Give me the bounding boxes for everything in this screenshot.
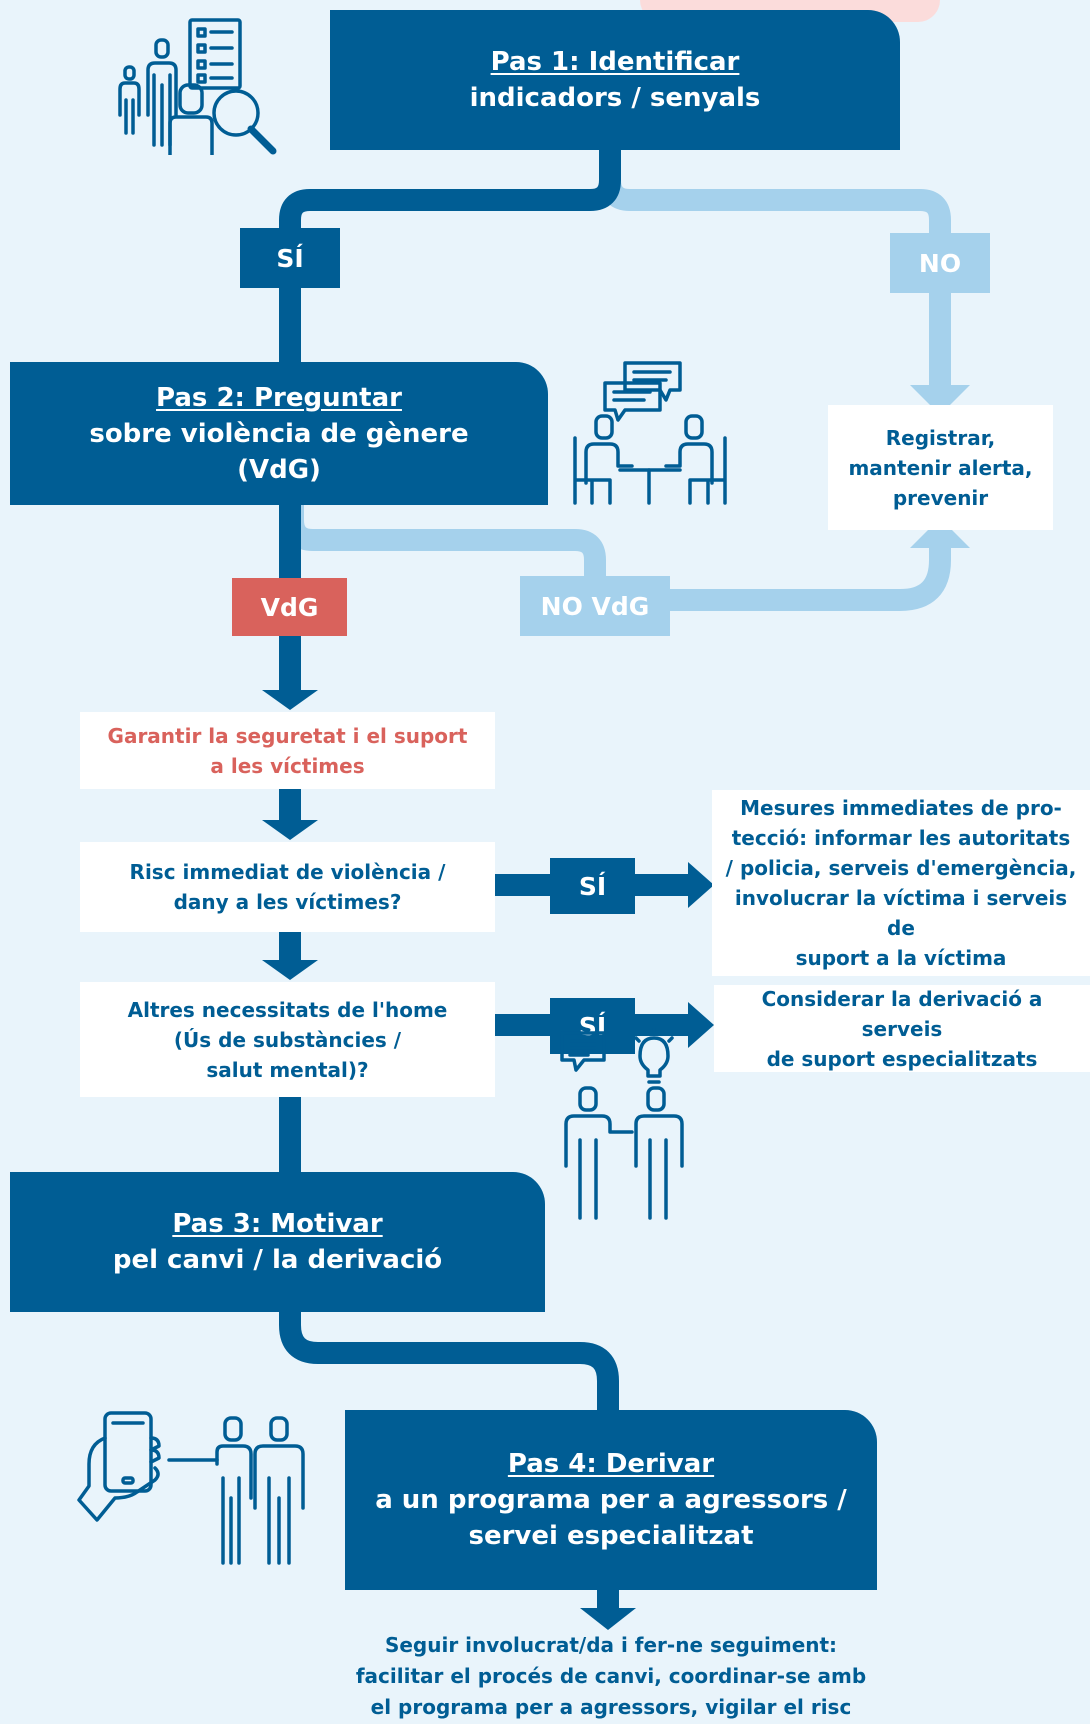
connector-no-vdg (282, 505, 951, 611)
connector-yes (279, 150, 621, 370)
step3-box: Pas 3: Motivar pel canvi / la derivació (10, 1172, 545, 1312)
safety-line2: a les víctimes (210, 753, 365, 778)
step2-subtitle-line1: sobre violència de gènere (89, 418, 469, 449)
step2-box: Pas 2: Preguntar sobre violència de gène… (10, 362, 548, 505)
step4-box: Pas 4: Derivar a un programa per a agres… (345, 1410, 877, 1590)
needs-line1: Altres necessitats de l'home (127, 997, 448, 1022)
tag-yes-risk: SÍ (550, 858, 635, 914)
step1-title: Pas 1: Identificar (490, 47, 740, 77)
box-risk: Risc immediat de violència / dany a les … (80, 842, 495, 932)
needs-line2: (Ús de substàncies / (173, 1027, 402, 1052)
measures-line4: involucrar la víctima i serveis de (734, 886, 1068, 940)
arrow-no-vdg (910, 518, 970, 548)
tag-vdg: VdG (232, 578, 347, 636)
arrow-needs (262, 960, 318, 980)
box-needs: Altres necessitats de l'home (Ús de subs… (80, 982, 495, 1097)
step3-subtitle: pel canvi / la derivació (112, 1245, 443, 1275)
box-measures: Mesures immediates de pro- tecció: infor… (712, 790, 1090, 976)
tag-yes-needs: SÍ (550, 998, 635, 1054)
box-referral: Considerar la derivació a serveis de sup… (714, 985, 1090, 1072)
step1-box: Pas 1: Identificar indicadors / senyals (330, 10, 900, 150)
safety-line1: Garantir la seguretat i el suport (107, 723, 468, 748)
connector-step3-step4 (279, 1305, 619, 1410)
step2-subtitle-line2: (VdG) (237, 454, 321, 485)
people-speech-lightbulb-icon (552, 1028, 702, 1223)
referral-line1: Considerar la derivació a serveis (761, 986, 1043, 1041)
box-register: Registrar, mantenir alerta, prevenir (828, 405, 1053, 530)
followup-text: Seguir involucrat/da i fer-ne seguiment:… (345, 1630, 877, 1723)
register-line2: mantenir alerta, (848, 455, 1033, 480)
step1-subtitle: indicadors / senyals (469, 83, 761, 113)
followup-line3: el programa per a agressors, vigilar el … (370, 1695, 852, 1719)
step4-subtitle-line1: a un programa per a agressors / (375, 1485, 847, 1515)
measures-line1: Mesures immediates de pro- (740, 796, 1062, 820)
phone-hand-people-icon (75, 1408, 315, 1568)
arrow-vdg (262, 690, 318, 710)
step2-title: Pas 2: Preguntar (156, 382, 402, 413)
tag-yes-identify: SÍ (240, 228, 340, 288)
risk-line2: dany a les víctimes? (173, 890, 402, 914)
risk-line1: Risc immediat de violència / (129, 860, 446, 884)
register-line1: Registrar, (885, 425, 996, 450)
referral-line2: de suport especialitzats (766, 1046, 1038, 1071)
arrow-risk (262, 820, 318, 840)
followup-line1: Seguir involucrat/da i fer-ne seguiment: (384, 1633, 838, 1657)
measures-line3: / policia, serveis d'emergència, (725, 856, 1077, 880)
measures-line5: suport a la víctima (795, 946, 1007, 970)
box-safety: Garantir la seguretat i el suport a les … (80, 712, 495, 789)
needs-line3: salut mental)? (206, 1057, 369, 1082)
tag-no-identify: NO (890, 233, 990, 293)
arrow-measures (688, 862, 714, 908)
people-checklist-magnifier-icon (115, 15, 305, 155)
arrow-referral (688, 1002, 714, 1048)
register-line3: prevenir (892, 485, 989, 510)
tag-no-vdg: NO VdG (520, 576, 670, 636)
arrow-no (910, 385, 970, 415)
people-conversation-table-icon (570, 358, 730, 508)
measures-line2: tecció: informar les autoritats (731, 826, 1071, 850)
step3-title: Pas 3: Motivar (172, 1209, 383, 1239)
arrow-followup (580, 1608, 636, 1630)
followup-line2: facilitar el procés de canvi, coordinar-… (355, 1664, 867, 1688)
step4-subtitle-line2: servei especialitzat (468, 1521, 754, 1551)
step4-title: Pas 4: Derivar (507, 1449, 715, 1479)
